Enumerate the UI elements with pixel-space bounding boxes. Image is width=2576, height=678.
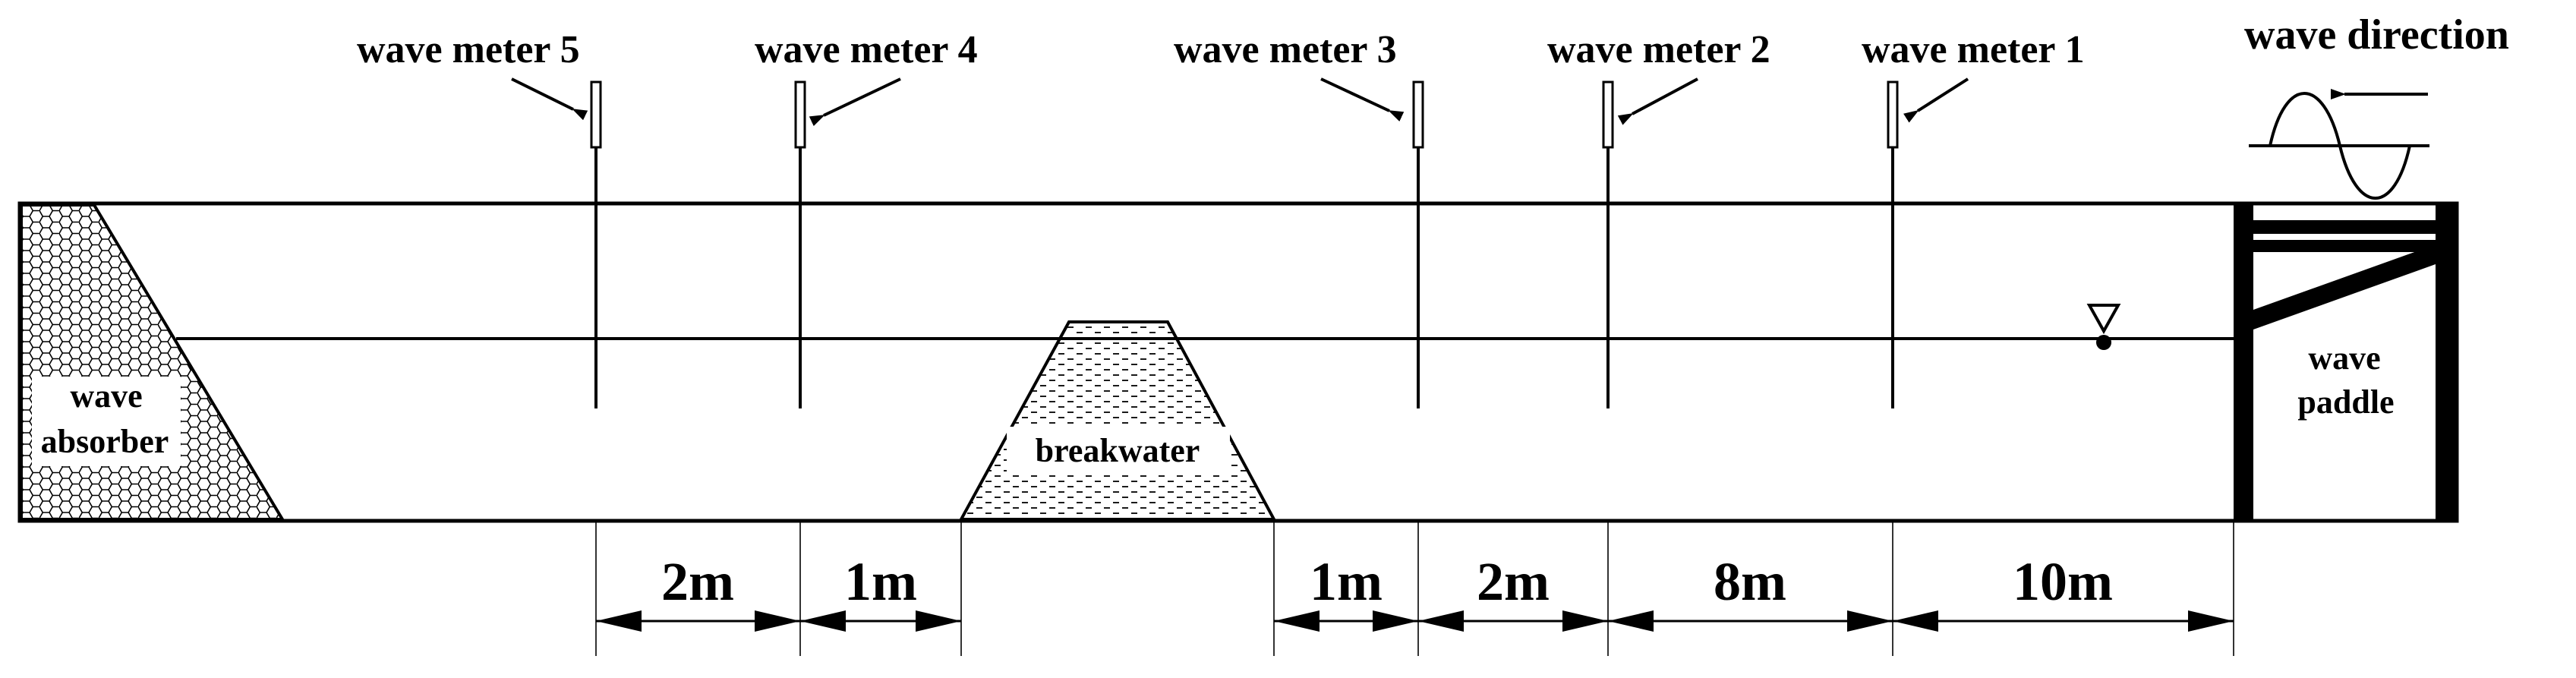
wave-direction: wave direction bbox=[2244, 11, 2509, 200]
dimension-label: 2m bbox=[1477, 551, 1550, 612]
dimension-label: 2m bbox=[661, 551, 734, 612]
paddle-label-line2: paddle bbox=[2297, 383, 2394, 421]
wave-meter-4-pointer bbox=[809, 77, 901, 127]
dimension-1m-left: 1m bbox=[800, 551, 961, 632]
wave-meter-4-label: wave meter 4 bbox=[755, 28, 978, 71]
dimension-10m: 10m bbox=[1893, 551, 2234, 632]
paddle-label-line1: wave bbox=[2308, 339, 2380, 377]
dimension-label: 8m bbox=[1714, 551, 1786, 612]
wave-sine-icon bbox=[2269, 92, 2411, 200]
dimension-label: 10m bbox=[2013, 551, 2113, 612]
absorber-label-line1: wave bbox=[70, 377, 142, 415]
dimension-label: 1m bbox=[844, 551, 917, 612]
wave-meter-1: wave meter 1 bbox=[1862, 28, 2085, 408]
wave-meter-2-label: wave meter 2 bbox=[1547, 28, 1770, 71]
wave-meter-2-pointer bbox=[1617, 77, 1698, 125]
water-level-icon bbox=[2086, 304, 2121, 350]
wave-meter-3-pointer bbox=[1320, 77, 1405, 121]
absorber-label-line2: absorber bbox=[41, 423, 169, 460]
dimension-2m-left: 2m bbox=[596, 551, 800, 632]
breakwater-label: breakwater bbox=[1036, 432, 1200, 469]
wave-meter-5: wave meter 5 bbox=[357, 28, 602, 408]
wave-meter-5-pointer bbox=[511, 77, 588, 121]
wave-meter-3-label: wave meter 3 bbox=[1174, 28, 1397, 71]
wave-meter-3: wave meter 3 bbox=[1174, 28, 1424, 408]
wave-direction-label: wave direction bbox=[2244, 11, 2509, 58]
dimension-8m: 8m bbox=[1608, 551, 1893, 632]
wave-meter-4: wave meter 4 bbox=[755, 28, 978, 408]
wave-meter-5-label: wave meter 5 bbox=[357, 28, 580, 71]
wave-meter-2: wave meter 2 bbox=[1547, 28, 1770, 408]
breakwater: breakwater bbox=[958, 320, 1277, 521]
wave-absorber: wave absorber bbox=[20, 203, 285, 521]
wave-meter-1-label: wave meter 1 bbox=[1862, 28, 2085, 71]
dimension-1m-right: 1m bbox=[1274, 551, 1418, 632]
wave-paddle: wave paddle bbox=[2234, 202, 2455, 521]
dimension-label: 1m bbox=[1310, 551, 1383, 612]
wave-meter-1-pointer bbox=[1903, 77, 1969, 123]
dimension-2m-right: 2m bbox=[1418, 551, 1608, 632]
dimension-extension-lines bbox=[595, 521, 2234, 656]
